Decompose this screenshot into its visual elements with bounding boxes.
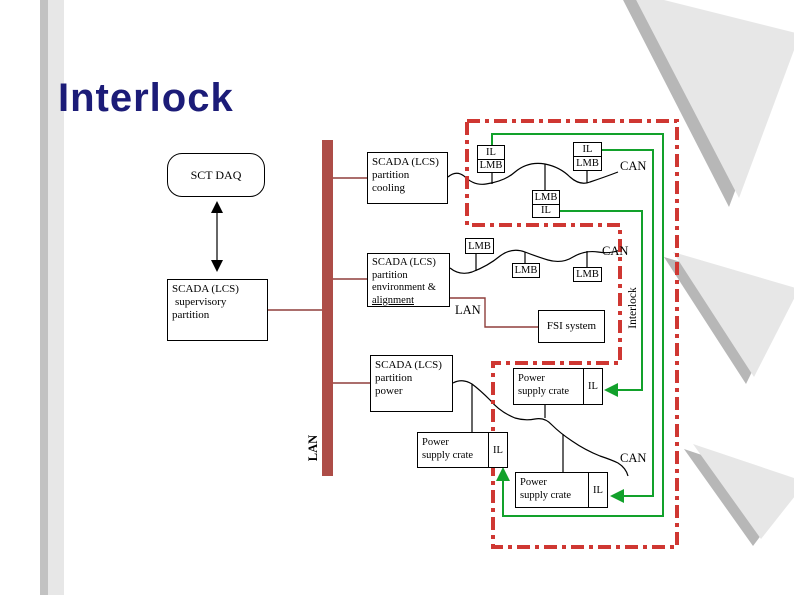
node-lmb-env-b: LMB — [512, 263, 540, 278]
background-triangle-middle — [664, 252, 794, 384]
node-power-crate-top-il: IL — [583, 369, 602, 404]
node-scada-cooling-line3: cooling — [372, 182, 405, 194]
node-scada-environment-line1: SCADA (LCS) — [372, 257, 436, 268]
node-power-crate-bottom-label: Power supply crate — [520, 477, 572, 501]
label-can-environment: CAN — [602, 244, 629, 258]
node-lmb-env-a-label: LMB — [468, 240, 491, 252]
node-scada-supervisory-line2: supervisory — [175, 296, 227, 308]
lan-bus-bar — [322, 140, 333, 476]
label-lan-bus: LAN — [306, 434, 320, 462]
node-il-lmb-b-bottom: LMB — [574, 156, 601, 170]
interlock-region-border — [465, 119, 679, 549]
node-scada-environment-line4: alignment — [372, 294, 414, 306]
node-lmb-env-c-label: LMB — [576, 269, 599, 280]
label-interlock-region: Interlock — [627, 287, 639, 329]
node-sct-daq-label: SCT DAQ — [190, 167, 242, 182]
node-lmb-env-c: LMB — [573, 267, 602, 282]
background-triangle-bottom — [684, 444, 794, 546]
label-lan-link: LAN — [455, 303, 481, 317]
node-fsi-system-label: FSI system — [546, 320, 597, 332]
link-environment-fsi — [450, 297, 538, 328]
page-title: Interlock — [58, 76, 234, 120]
node-power-crate-top: Power supply crate IL — [513, 368, 603, 405]
node-lmb-il-top: LMB — [534, 191, 558, 203]
node-scada-cooling: SCADA (LCS) partition cooling — [367, 152, 448, 204]
node-power-crate-bottom: Power supply crate IL — [515, 472, 608, 508]
node-power-crate-top-label: Power supply crate — [518, 373, 570, 397]
node-power-crate-left: Power supply crate IL — [417, 432, 508, 468]
node-scada-cooling-line2: partition — [372, 169, 410, 181]
power-can-bus — [452, 380, 629, 477]
node-scada-cooling-line1: SCADA (LCS) — [372, 156, 439, 168]
node-power-crate-left-il: IL — [488, 433, 507, 467]
node-scada-environment-line2: partition — [372, 269, 408, 281]
node-il-lmb-a-bottom: LMB — [478, 158, 504, 172]
label-can-power: CAN — [620, 451, 647, 465]
label-can-cooling: CAN — [620, 159, 647, 173]
node-lmb-env-a: LMB — [465, 238, 494, 254]
node-power-crate-bottom-il: IL — [588, 473, 607, 507]
node-scada-supervisory-line3: partition — [172, 309, 210, 321]
left-accent-bar-light — [48, 0, 64, 595]
node-lmb-il-bottom: IL — [533, 203, 559, 218]
node-scada-environment-line3: environment & — [372, 282, 436, 293]
node-scada-power-line2: partition — [375, 372, 413, 384]
environment-can-bus — [449, 249, 621, 274]
node-scada-environment: SCADA (LCS) partition environment & alig… — [367, 253, 450, 307]
node-il-lmb-b: IL LMB — [573, 142, 602, 171]
node-sct-daq: SCT DAQ — [167, 153, 265, 197]
node-il-lmb-a-top: IL — [486, 146, 496, 158]
node-scada-supervisory: SCADA (LCS) supervisory partition — [167, 279, 268, 341]
node-power-crate-left-label: Power supply crate — [422, 437, 474, 461]
node-il-lmb-b-top: IL — [582, 144, 593, 155]
node-lmb-env-b-label: LMB — [514, 265, 538, 276]
node-scada-power-line1: SCADA (LCS) — [375, 359, 442, 371]
node-fsi-system: FSI system — [538, 310, 605, 343]
node-scada-supervisory-line1: SCADA (LCS) — [172, 283, 239, 295]
background-triangle-top — [623, 0, 794, 207]
node-lmb-il: LMB IL — [532, 190, 560, 218]
node-scada-power: SCADA (LCS) partition power — [370, 355, 453, 412]
interlock-lines — [491, 133, 664, 517]
left-accent-bar-dark — [40, 0, 48, 595]
node-il-lmb-a: IL LMB — [477, 145, 505, 173]
arrow-sctdaq-supervisory — [211, 201, 223, 272]
node-scada-power-line3: power — [375, 385, 403, 397]
